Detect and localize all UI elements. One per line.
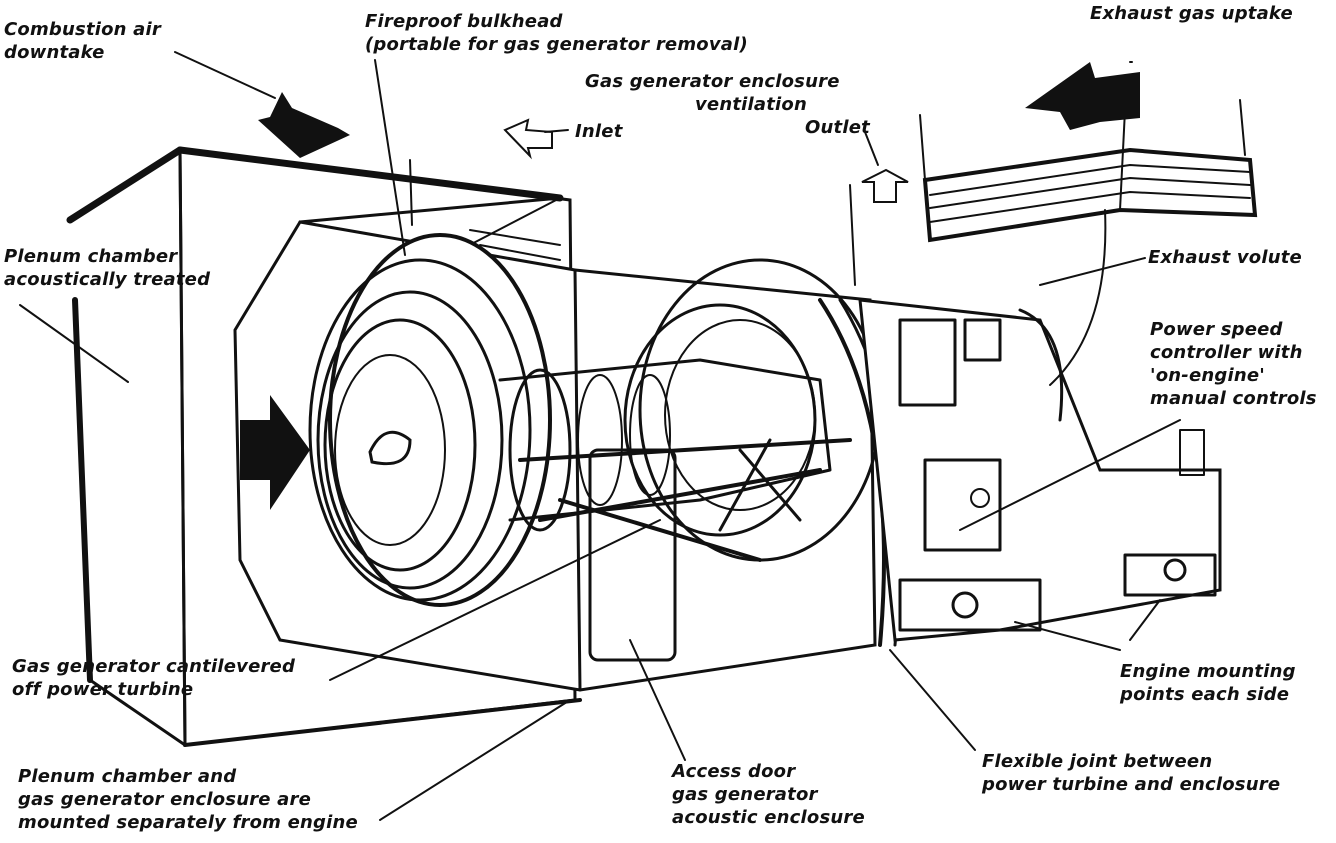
label-exhaust-gas-uptake: Exhaust gas uptake <box>1090 3 1293 24</box>
label-inlet: Inlet <box>575 121 623 142</box>
exhaust-arrow <box>1025 62 1140 130</box>
label-outlet: Outlet <box>805 117 870 138</box>
exhaust-uptake-duct <box>849 99 1258 386</box>
outlet-vent-arrow <box>861 168 909 203</box>
combustion-air-arrow <box>258 92 350 158</box>
label-enclosure-ventilation: Gas generator enclosure ventilation <box>585 71 840 115</box>
inlet-vent-arrow <box>503 118 553 160</box>
label-power-speed-controller: Power speed controller with 'on-engine' … <box>1150 319 1317 409</box>
label-plenum-mounted-separately: Plenum chamber and gas generator enclosu… <box>18 766 358 833</box>
compressor-inlet <box>308 233 552 607</box>
plenum-inlet-arrow <box>240 395 310 510</box>
label-gas-generator-cantilevered: Gas generator cantilevered off power tur… <box>12 656 296 700</box>
leader-lines <box>19 51 1181 821</box>
label-flexible-joint: Flexible joint between power turbine and… <box>982 751 1281 795</box>
airflow-arrows <box>240 62 1140 510</box>
label-engine-mounting-points: Engine mounting points each side <box>1120 661 1296 705</box>
label-plenum-chamber: Plenum chamber acoustically treated <box>4 246 211 290</box>
label-combustion-air-downtake: Combustion air downtake <box>4 19 161 63</box>
label-fireproof-bulkhead: Fireproof bulkhead (portable for gas gen… <box>365 11 748 55</box>
label-exhaust-volute: Exhaust volute <box>1148 247 1302 268</box>
label-access-door: Access door gas generator acoustic enclo… <box>672 761 865 828</box>
power-turbine-section <box>818 298 1222 647</box>
